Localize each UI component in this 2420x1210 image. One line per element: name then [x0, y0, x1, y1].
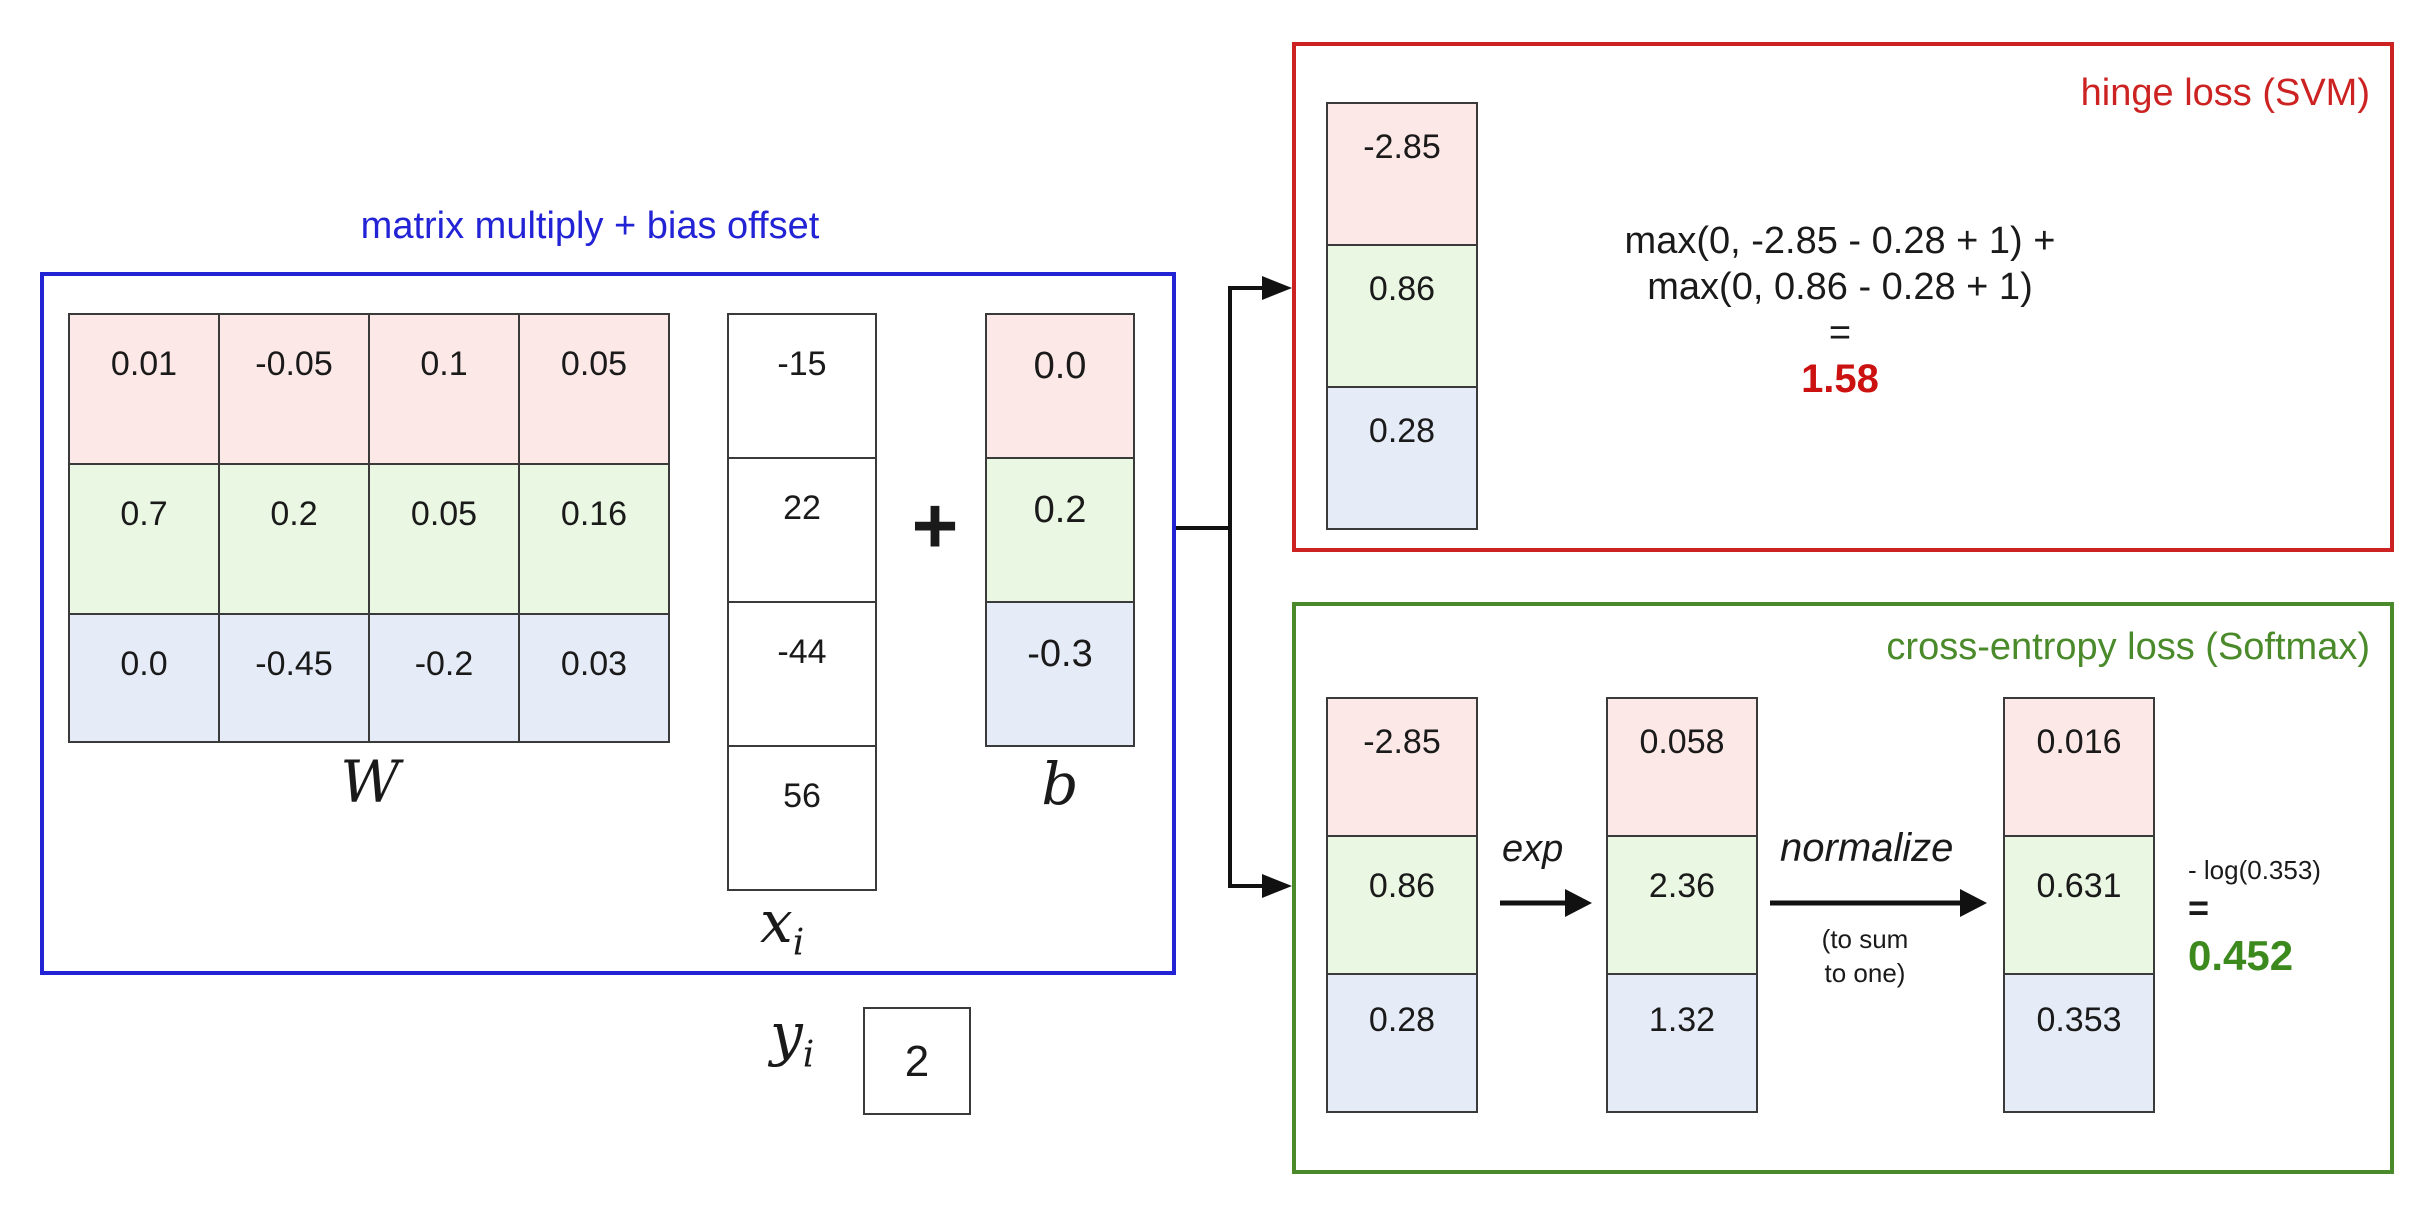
normalize-note-line2: to one): [1824, 958, 1906, 988]
y-subscript: i: [802, 1034, 815, 1076]
plus-sign: +: [911, 481, 959, 570]
normalize-note: (to sum to one): [1790, 922, 1940, 990]
x-cell: 22: [727, 457, 877, 603]
w-cell: 0.7: [68, 463, 220, 615]
softmax-score-cell: 0.28: [1326, 973, 1478, 1113]
normalize-note-line1: (to sum: [1821, 924, 1909, 954]
b-label: b: [1041, 750, 1079, 818]
svm-formula: max(0, -2.85 - 0.28 + 1) + max(0, 0.86 -…: [1560, 218, 2120, 402]
W-label: W: [340, 748, 400, 816]
probability-cell: 0.631: [2003, 835, 2155, 975]
softmax-score-cell: 0.86: [1326, 835, 1478, 975]
w-cell: 0.05: [518, 313, 670, 465]
probability-cell: 0.353: [2003, 973, 2155, 1113]
exp-label: exp: [1502, 828, 1564, 870]
linear-frame: [40, 272, 1176, 975]
x-label: xi: [760, 888, 804, 964]
y-label: yi: [770, 1000, 814, 1076]
w-cell: 0.1: [368, 313, 520, 465]
softmax-loss: - log(0.353) = 0.452: [2188, 855, 2321, 980]
softmax-result: 0.452: [2188, 932, 2294, 979]
w-cell: 0.2: [218, 463, 370, 615]
w-cell: 0.05: [368, 463, 520, 615]
y-value-box: 2: [863, 1007, 971, 1115]
normalize-label: normalize: [1780, 826, 1954, 870]
svm-formula-line1: max(0, -2.85 - 0.28 + 1) +: [1624, 220, 2056, 262]
exp-value-cell: 0.058: [1606, 697, 1758, 837]
w-cell: 0.01: [68, 313, 220, 465]
x-cell: -15: [727, 313, 877, 459]
w-cell: -0.2: [368, 613, 520, 743]
x-cell: -44: [727, 601, 877, 747]
arrow-to-softmax-icon: [1262, 874, 1292, 898]
w-cell: -0.45: [218, 613, 370, 743]
b-cell: 0.0: [985, 313, 1135, 459]
w-cell: 0.0: [68, 613, 220, 743]
svm-result: 1.58: [1801, 357, 1879, 401]
linear-title: matrix multiply + bias offset: [360, 205, 820, 247]
softmax-equals: =: [2188, 887, 2210, 928]
svm-score-cell: 0.86: [1326, 244, 1478, 388]
w-cell: 0.16: [518, 463, 670, 615]
softmax-frame: [1292, 602, 2394, 1174]
w-cell: -0.05: [218, 313, 370, 465]
x-subscript: i: [792, 922, 805, 964]
x-symbol: x: [760, 888, 793, 956]
svm-equals: =: [1828, 312, 1852, 354]
svm-formula-line2: max(0, 0.86 - 0.28 + 1): [1647, 266, 2033, 308]
x-cell: 56: [727, 745, 877, 891]
softmax-score-cell: -2.85: [1326, 697, 1478, 837]
svm-frame: [1292, 42, 2394, 552]
loss-expression: - log(0.353): [2188, 855, 2321, 885]
exp-value-cell: 2.36: [1606, 835, 1758, 975]
probability-cell: 0.016: [2003, 697, 2155, 837]
svm-score-cell: -2.85: [1326, 102, 1478, 246]
b-cell: -0.3: [985, 601, 1135, 747]
svm-title: hinge loss (SVM): [2080, 72, 2370, 114]
softmax-title: cross-entropy loss (Softmax): [1886, 626, 2370, 668]
w-cell: 0.03: [518, 613, 670, 743]
y-symbol: y: [770, 1000, 803, 1068]
arrow-to-svm-icon: [1262, 276, 1292, 300]
exp-value-cell: 1.32: [1606, 973, 1758, 1113]
b-cell: 0.2: [985, 457, 1135, 603]
svm-score-cell: 0.28: [1326, 386, 1478, 530]
branch-connector: [1176, 286, 1262, 888]
